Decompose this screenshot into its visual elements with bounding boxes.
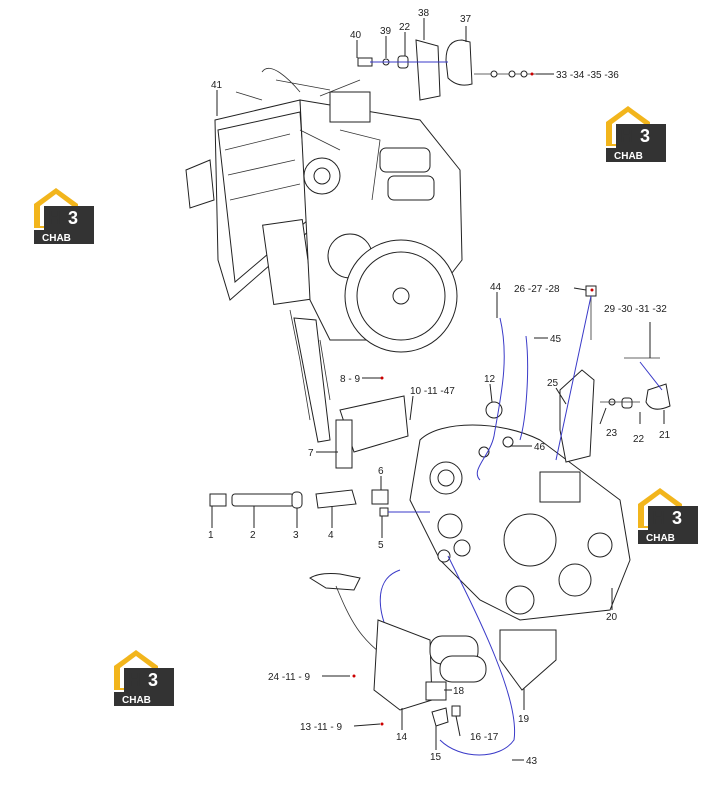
callout-33-36: 33 -34 -35 -36 [556,70,619,81]
callout-10-47: 10 -11 -47 [410,386,455,397]
svg-text:3: 3 [672,508,682,528]
svg-text:H: H [620,126,633,146]
callout-18: 18 [453,686,465,697]
engine-drawing [185,67,463,443]
pipe-44 [476,317,505,481]
callout-7: 7 [308,448,314,459]
svg-text:CHAB: CHAB [614,151,643,162]
callout-41: 41 [211,80,223,91]
svg-text:H: H [652,508,665,528]
svg-text:CHAB: CHAB [42,233,71,244]
callouts: 40 39 22 38 37 33 -34 -35 -36 41 44 26 -… [208,8,671,767]
callout-4: 4 [328,530,334,541]
callout-1: 1 [208,530,214,541]
callout-22-right: 22 [633,434,645,445]
callout-2: 2 [250,530,256,541]
filter-assembly [309,573,557,727]
callout-23: 23 [606,428,618,439]
logo-top-right: H 3 CHAB [606,106,666,162]
logo-left: H 3 CHAB [34,188,94,244]
callout-8-9: 8 - 9 [340,374,360,385]
bracket-7 [335,395,409,469]
callout-14: 14 [396,732,408,743]
callout-15: 15 [430,752,442,763]
callout-21: 21 [659,430,671,441]
logo-right: H 3 CHAB [638,488,698,544]
top-bracket-group [357,39,538,101]
pipe-45 [519,335,529,441]
callout-29-32: 29 -30 -31 -32 [604,304,667,315]
driveshaft-parts [209,489,430,517]
svg-text:CHAB: CHAB [646,533,675,544]
fastener-marks [352,72,594,726]
callout-13-9: 13 -11 - 9 [300,722,342,733]
svg-text:H: H [128,670,141,690]
callout-40: 40 [350,30,362,41]
callout-3: 3 [293,530,299,541]
svg-text:CHAB: CHAB [122,695,151,706]
callout-38: 38 [418,8,430,19]
transmission-drawing [409,401,631,621]
callout-45: 45 [550,334,562,345]
svg-text:3: 3 [68,208,78,228]
callout-16-17: 16 -17 [470,732,499,743]
callout-22-top: 22 [399,22,411,33]
callout-6: 6 [378,466,384,477]
callout-25: 25 [547,378,559,389]
callout-5: 5 [378,540,384,551]
callout-39: 39 [380,26,392,37]
callout-24-9: 24 -11 - 9 [268,672,310,683]
callout-44: 44 [490,282,502,293]
callout-20: 20 [606,612,618,623]
logo-bottom-left: H 3 CHAB [114,650,174,706]
leader-lines [211,18,665,761]
callout-26-28: 26 -27 -28 [514,284,560,295]
callout-19: 19 [518,714,530,725]
callout-43: 43 [526,756,538,767]
mount-bracket-group [555,285,671,463]
callout-37: 37 [460,14,472,25]
svg-text:H: H [48,208,61,228]
svg-text:3: 3 [640,126,650,146]
callout-12: 12 [484,374,496,385]
svg-text:3: 3 [148,670,158,690]
callout-46: 46 [534,442,546,453]
